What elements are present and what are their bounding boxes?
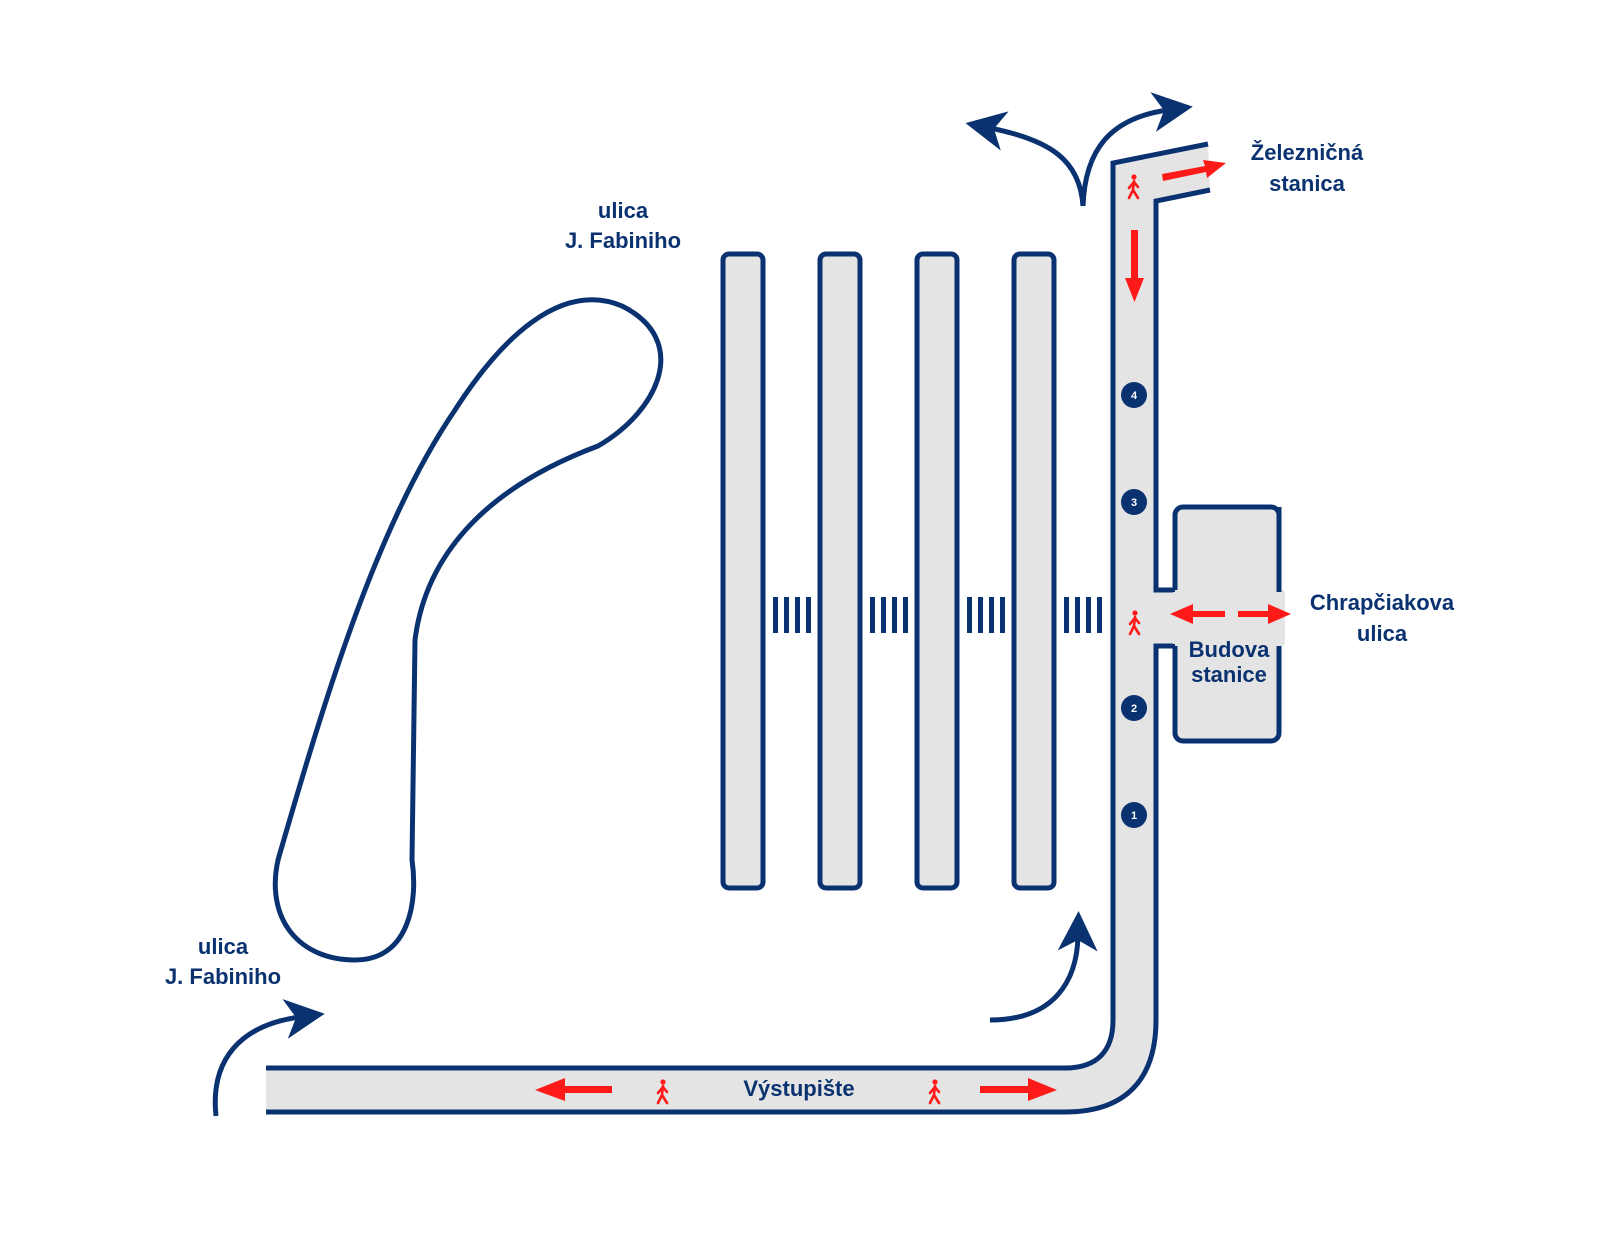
curved-arrow-icon	[212, 999, 325, 1117]
stop-markers: 4 3 2 1	[1121, 382, 1147, 828]
curved-arrow-icon	[1080, 92, 1193, 207]
svg-text:1: 1	[1131, 810, 1137, 822]
crosswalk-stripes-icon	[967, 597, 1005, 633]
svg-text:2: 2	[1131, 703, 1137, 715]
platform-4	[1011, 251, 1057, 891]
platform-2	[817, 251, 863, 891]
svg-text:Chrapčiakova: Chrapčiakova	[1310, 590, 1455, 615]
platform-1	[720, 251, 766, 891]
svg-text:stanice: stanice	[1191, 662, 1267, 687]
walking-person-icon	[1128, 610, 1141, 636]
crosswalk-stripes-icon	[870, 597, 908, 633]
walking-person-icon	[928, 1079, 941, 1105]
crosswalk-stripes-icon	[1064, 597, 1102, 633]
curved-arrow-icon	[965, 111, 1086, 207]
svg-text:ulica: ulica	[198, 934, 249, 959]
walking-person-icon	[656, 1079, 669, 1105]
label-drop-off: Výstupište	[743, 1076, 854, 1101]
svg-text:J. Fabiniho: J. Fabiniho	[565, 228, 681, 253]
svg-text:3: 3	[1131, 497, 1137, 509]
svg-text:ulica: ulica	[598, 198, 649, 223]
walk-arrows	[535, 160, 1291, 1101]
label-street-top: ulica J. Fabiniho	[565, 198, 681, 253]
stop-marker-4: 4	[1121, 382, 1147, 408]
label-station-building: Budova stanice	[1189, 637, 1270, 687]
walkway-outline	[266, 141, 1211, 1115]
red-arrow-icon	[535, 1078, 612, 1101]
bus-loop	[272, 297, 664, 963]
label-railway-station: Železničná stanica	[1251, 140, 1364, 196]
curved-arrow-icon	[989, 911, 1098, 1023]
svg-text:4: 4	[1131, 390, 1138, 402]
svg-text:Železničná: Železničná	[1251, 140, 1364, 165]
stop-marker-3: 3	[1121, 489, 1147, 515]
label-chrapciakova: Chrapčiakova ulica	[1310, 590, 1455, 646]
svg-text:J. Fabiniho: J. Fabiniho	[165, 964, 281, 989]
platform-3	[914, 251, 960, 891]
label-street-bottom: ulica J. Fabiniho	[165, 934, 281, 989]
crosswalks	[773, 597, 1102, 633]
svg-text:ulica: ulica	[1357, 621, 1408, 646]
traffic-arrows	[212, 92, 1193, 1117]
stop-marker-1: 1	[1121, 802, 1147, 828]
red-arrow-icon	[1162, 160, 1226, 181]
walking-person-icon	[1127, 174, 1140, 200]
red-arrow-icon	[1238, 604, 1291, 624]
svg-text:Budova: Budova	[1189, 637, 1270, 662]
crosswalk-stripes-icon	[773, 597, 811, 633]
red-arrow-icon	[1170, 604, 1225, 624]
red-arrow-icon	[1125, 230, 1144, 302]
red-arrow-icon	[980, 1078, 1057, 1101]
stop-marker-2: 2	[1121, 695, 1147, 721]
platforms	[720, 251, 1057, 891]
pedestrians	[656, 174, 1141, 1105]
svg-text:stanica: stanica	[1269, 171, 1346, 196]
